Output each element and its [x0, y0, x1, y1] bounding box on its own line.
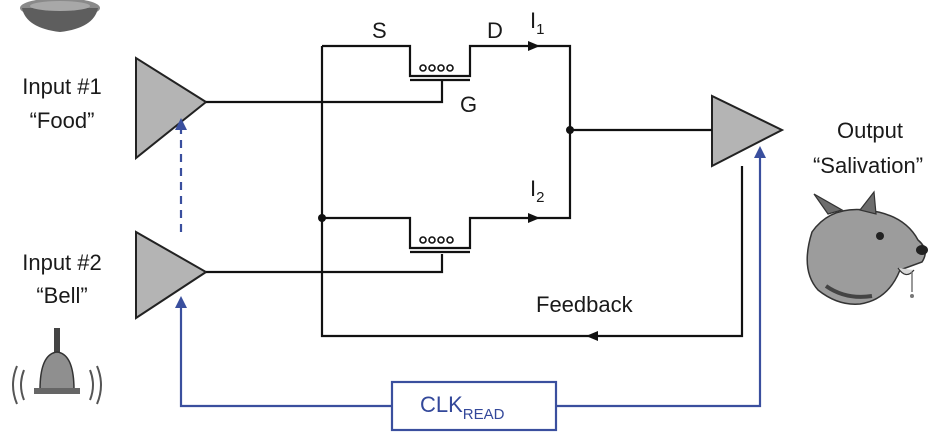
clock-arrow-output [754, 146, 766, 158]
gate-label: G [460, 92, 478, 117]
junction-dot-source [318, 214, 326, 222]
junction-dot-output [566, 126, 574, 134]
clock-arrow-input2 [175, 296, 187, 308]
clock-arrow-input1 [175, 118, 187, 130]
bell-icon [12, 328, 102, 405]
current2-label: I2 [530, 176, 545, 206]
feedback-arrow [586, 331, 598, 341]
transistor2-floating-gate [419, 236, 454, 244]
current1-label: I1 [530, 8, 545, 38]
current1-arrow [528, 41, 540, 51]
drain-label: D [487, 18, 503, 43]
input2-label-line1: Input #2 [22, 250, 102, 275]
clock-label: CLKREAD [420, 392, 505, 423]
food-bowl-icon [20, 0, 100, 32]
input2-label-line2: “Bell” [36, 283, 88, 308]
dog-icon [806, 190, 928, 305]
transistor1-floating-gate [419, 64, 454, 72]
output-amplifier [711, 94, 785, 168]
input1-label-line1: Input #1 [22, 74, 102, 99]
input2-amplifier [135, 230, 208, 320]
circuit-wires [206, 44, 744, 338]
clock-wires [179, 124, 762, 408]
input1-label-line2: “Food” [29, 108, 95, 133]
input1-amplifier [135, 56, 208, 161]
current2-arrow [528, 213, 540, 223]
output-label-line1: Output [836, 118, 904, 143]
feedback-label: Feedback [536, 292, 633, 317]
output-label-line2: “Salivation” [812, 153, 924, 178]
source-label: S [372, 18, 387, 43]
clock-box [390, 380, 558, 432]
